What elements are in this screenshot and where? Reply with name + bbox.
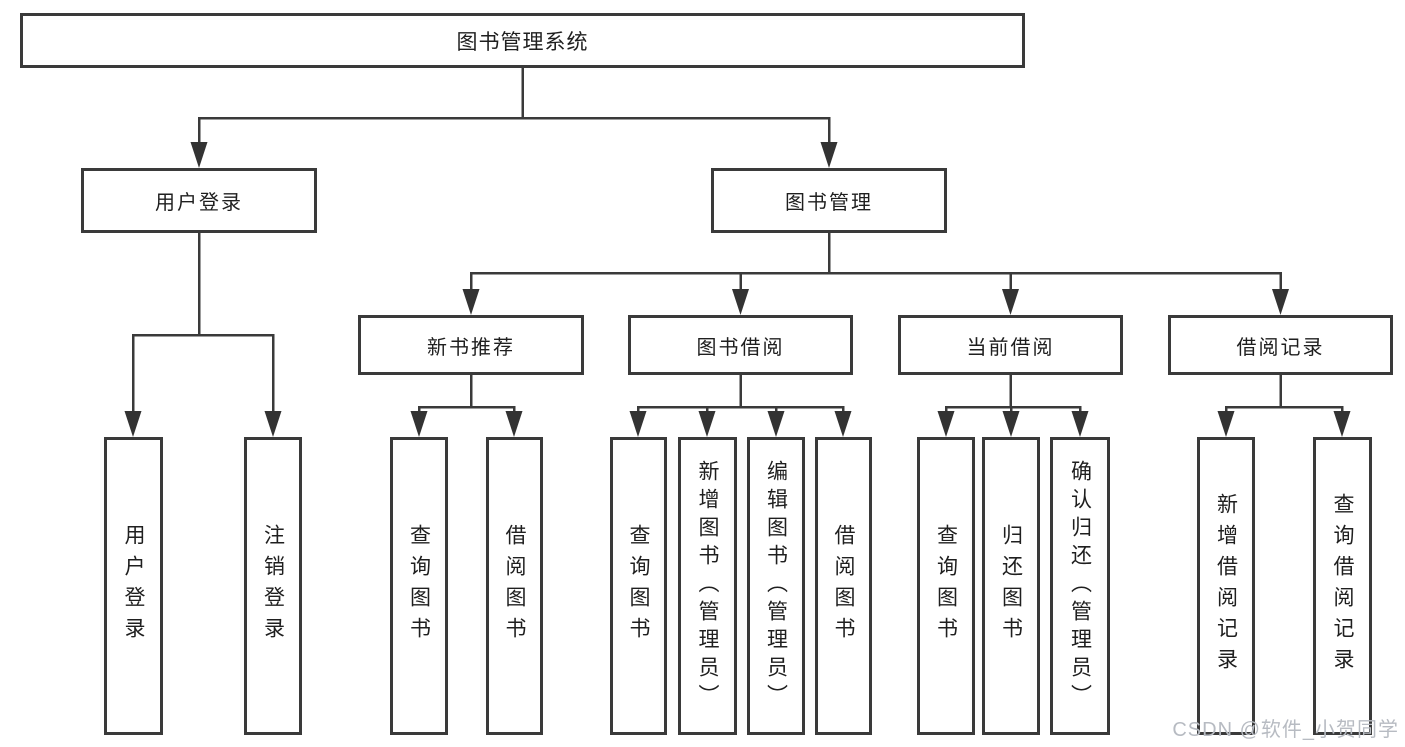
leaf-recommend-borrow-book-label: 借阅图书 (503, 524, 526, 648)
node-root-title: 图书管理系统 (20, 13, 1025, 68)
node-new-book-recommend: 新书推荐 (358, 315, 584, 375)
node-borrow-records-label: 借阅记录 (1236, 336, 1325, 359)
leaf-user-login-label: 用户登录 (122, 524, 145, 648)
node-book-management: 图书管理 (711, 168, 947, 233)
leaf-recommend-borrow-book: 借阅图书 (486, 437, 543, 735)
leaf-logout: 注销登录 (244, 437, 302, 735)
leaf-borrowing-query-books-label: 查询图书 (627, 524, 650, 648)
node-book-borrowing: 图书借阅 (628, 315, 853, 375)
leaf-add-borrow-record-label: 新增借阅记录 (1214, 493, 1238, 679)
node-current-borrowing-label: 当前借阅 (966, 336, 1055, 359)
leaf-borrow-book: 借阅图书 (815, 437, 872, 735)
node-new-book-recommend-label: 新书推荐 (427, 336, 515, 359)
node-current-borrowing: 当前借阅 (898, 315, 1123, 375)
leaf-borrowing-query-books: 查询图书 (610, 437, 667, 735)
node-root-label: 图书管理系统 (456, 30, 589, 54)
leaf-query-borrow-record: 查询借阅记录 (1313, 437, 1372, 735)
leaf-user-login: 用户登录 (104, 437, 163, 735)
leaf-logout-label: 注销登录 (261, 524, 285, 648)
leaf-return-book-label: 归还图书 (999, 524, 1023, 648)
leaf-confirm-return-admin: 确认归还（管理员） (1050, 437, 1110, 735)
leaf-add-book-admin: 新增图书（管理员） (678, 437, 737, 735)
leaf-edit-book-admin: 编辑图书（管理员） (747, 437, 805, 735)
node-user-login: 用户登录 (81, 168, 317, 233)
node-book-borrowing-label: 图书借阅 (696, 336, 785, 359)
node-book-management-label: 图书管理 (785, 192, 873, 214)
leaf-current-query-books-label: 查询图书 (934, 524, 958, 648)
leaf-add-book-admin-label: 新增图书（管理员） (696, 460, 719, 712)
leaf-confirm-return-admin-label: 确认归还（管理员） (1068, 460, 1092, 712)
node-user-login-label: 用户登录 (155, 192, 243, 214)
leaf-query-borrow-record-label: 查询借阅记录 (1331, 493, 1354, 679)
leaf-recommend-query-books: 查询图书 (390, 437, 448, 735)
leaf-borrow-book-label: 借阅图书 (832, 524, 855, 648)
leaf-current-query-books: 查询图书 (917, 437, 975, 735)
node-borrow-records: 借阅记录 (1168, 315, 1393, 375)
leaf-recommend-query-books-label: 查询图书 (407, 524, 431, 648)
csdn-watermark: CSDN @软件_小贺同学 (1172, 719, 1399, 741)
leaf-return-book: 归还图书 (982, 437, 1040, 735)
leaf-edit-book-admin-label: 编辑图书（管理员） (764, 460, 788, 712)
leaf-add-borrow-record: 新增借阅记录 (1197, 437, 1255, 735)
